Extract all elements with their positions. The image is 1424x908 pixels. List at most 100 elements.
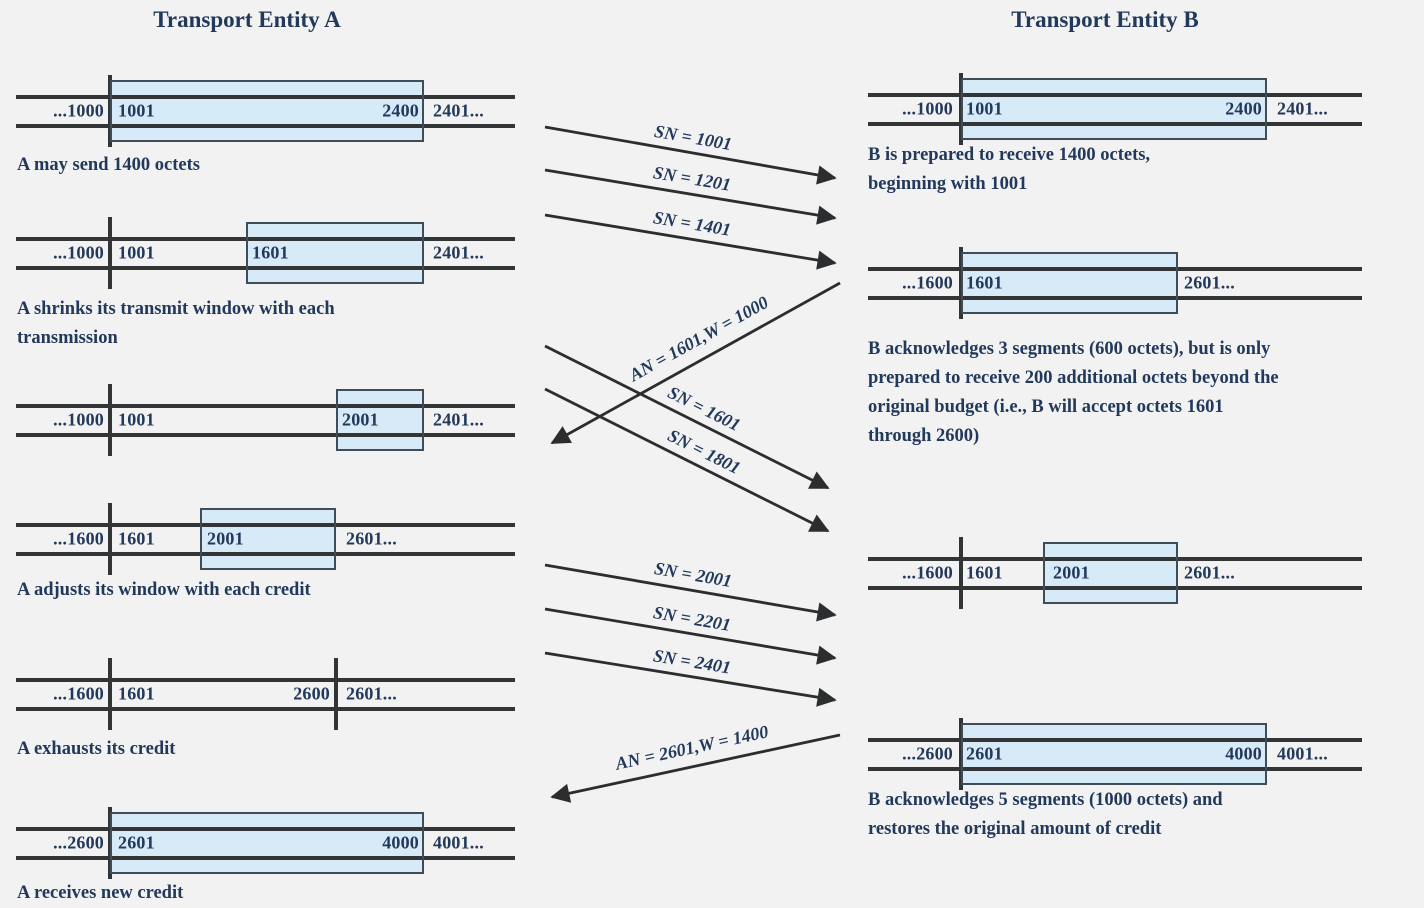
number-line (16, 856, 515, 860)
message-arrow (544, 213, 837, 270)
message-arrow (544, 563, 837, 622)
sequence-number-label: 1601 (966, 272, 1003, 293)
sequence-number-label: 4001... (433, 832, 484, 853)
caption-line: transmission (17, 328, 118, 348)
sequence-number-label: 2400 (382, 100, 419, 121)
caption-line: B is prepared to receive 1400 octets, (868, 145, 1151, 165)
message-arrow (550, 281, 841, 445)
number-line (868, 122, 1362, 126)
window-boundary-tick (108, 217, 112, 289)
message-arrow (550, 733, 841, 803)
sequence-number-label: 2001 (1053, 562, 1090, 583)
message-arrow (544, 387, 830, 533)
sequence-number-label: 1001 (118, 409, 155, 430)
window-boundary-tick (334, 658, 338, 730)
sequence-number-label: 2600 (293, 683, 330, 704)
caption-line: restores the original amount of credit (868, 819, 1162, 839)
window-box-border (110, 80, 424, 142)
sequence-number-label: 4001... (1277, 743, 1328, 764)
window-box (200, 508, 336, 570)
window-box-border (110, 812, 424, 874)
sequence-number-label: ...1000 (53, 242, 104, 263)
sequence-number-label: 2401... (433, 409, 484, 430)
sequence-number-label: 1601 (118, 528, 155, 549)
window-box (110, 812, 424, 874)
window-box (961, 78, 1267, 140)
message-arrow (544, 607, 837, 665)
caption-line: A exhausts its credit (17, 739, 176, 759)
window-box (246, 222, 424, 284)
sequence-number-label: 2601 (118, 832, 155, 853)
number-line (868, 586, 1362, 590)
window-box-border (961, 78, 1267, 140)
number-line (868, 267, 1362, 271)
number-line (16, 523, 515, 527)
window-box (336, 389, 424, 451)
sequence-number-label: ...2600 (53, 832, 104, 853)
sequence-number-label: 1601 (252, 242, 289, 263)
title-transport-entity-a: Transport Entity A (153, 7, 341, 32)
sequence-number-label: 2401... (433, 242, 484, 263)
sequence-number-label: 1601 (118, 683, 155, 704)
caption-line: A adjusts its window with each credit (17, 580, 311, 600)
window-box-border (246, 222, 424, 284)
sequence-number-label: 1601 (966, 562, 1003, 583)
caption-line: A receives new credit (17, 883, 184, 903)
message-arrow (544, 651, 837, 707)
title-transport-entity-b: Transport Entity B (1011, 7, 1199, 32)
number-line (868, 767, 1362, 771)
window-box (961, 723, 1267, 785)
message-arrow (544, 344, 830, 490)
number-line (16, 95, 515, 99)
window-box-border (961, 723, 1267, 785)
window-box (961, 252, 1178, 314)
caption-line: beginning with 1001 (868, 174, 1028, 194)
number-line (16, 404, 515, 408)
sequence-number-label: ...1600 (902, 562, 953, 583)
number-line (16, 124, 515, 128)
sequence-number-label: 1001 (118, 100, 155, 121)
sequence-number-label: ...1000 (53, 409, 104, 430)
window-boundary-tick (108, 503, 112, 575)
sequence-number-label: ...1000 (53, 100, 104, 121)
caption-line: through 2600) (868, 426, 980, 446)
message-arrow (544, 125, 837, 185)
sequence-number-label: ...1000 (902, 98, 953, 119)
sequence-number-label: 2001 (342, 409, 379, 430)
number-line (16, 678, 515, 682)
number-line (868, 738, 1362, 742)
sequence-number-label: ...1600 (902, 272, 953, 293)
sequence-number-label: ...1600 (53, 528, 104, 549)
sequence-number-label: 2401... (1277, 98, 1328, 119)
caption-line: A shrinks its transmit window with each (17, 299, 335, 319)
sequence-number-label: 2401... (433, 100, 484, 121)
sequence-number-label: ...2600 (902, 743, 953, 764)
number-line (16, 827, 515, 831)
sequence-number-label: 2601... (1184, 562, 1235, 583)
window-box-border (336, 389, 424, 451)
sequence-number-label: 2001 (207, 528, 244, 549)
number-line (868, 557, 1362, 561)
number-line (16, 552, 515, 556)
number-line (16, 707, 515, 711)
number-line (868, 93, 1362, 97)
window-box-border (961, 252, 1178, 314)
window-boundary-tick (108, 658, 112, 730)
number-line (868, 296, 1362, 300)
number-line (16, 266, 515, 270)
number-line (16, 433, 515, 437)
caption-line: A may send 1400 octets (17, 155, 200, 175)
caption-line: B acknowledges 3 segments (600 octets), … (868, 339, 1271, 359)
caption-line: prepared to receive 200 additional octet… (868, 368, 1279, 388)
sequence-number-label: 2601 (966, 743, 1003, 764)
number-line (16, 237, 515, 241)
window-boundary-tick (108, 384, 112, 456)
window-box-border (1043, 542, 1178, 604)
window-box-border (200, 508, 336, 570)
sequence-number-label: 1001 (966, 98, 1003, 119)
sequence-number-label: 2400 (1225, 98, 1262, 119)
caption-line: original budget (i.e., B will accept oct… (868, 397, 1224, 417)
sequence-number-label: 4000 (382, 832, 419, 853)
